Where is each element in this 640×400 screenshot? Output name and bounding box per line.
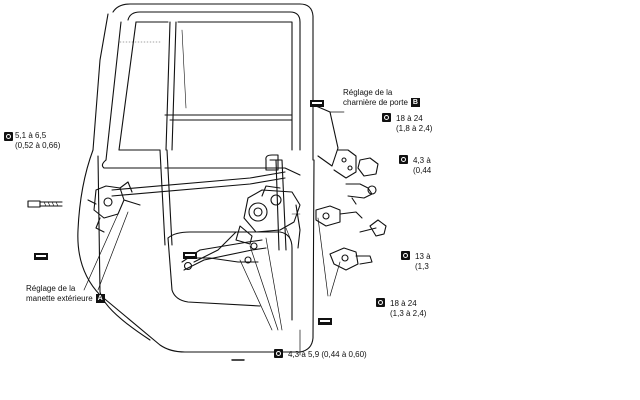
torque-label-lower-right: 13 à (1,3	[415, 252, 431, 271]
regulator-motor	[193, 185, 301, 263]
reference-a-badge: A	[95, 294, 105, 304]
grease-icon	[318, 318, 332, 325]
torque-wrench-icon	[376, 298, 385, 307]
torque-label-left: 5,1 à 6,5 (0,52 à 0,66)	[15, 131, 61, 150]
torque-label-top-right: 18 à 24 (1,8 à 2,4)	[396, 114, 433, 133]
grease-icon	[183, 252, 197, 259]
torque-label-mid-right: 4,3 à (0,44	[413, 156, 432, 175]
torque-label-bottom-right: 18 à 24 (1,3 à 2,4)	[390, 299, 427, 318]
torque-wrench-icon	[401, 251, 410, 260]
left-bolt	[27, 200, 63, 208]
torque-label-bottom: 4,3 à 5,9 (0,44 à 0,60)	[288, 350, 367, 359]
door-frame	[77, 3, 315, 353]
access-panel	[167, 231, 293, 321]
regulator-rails	[111, 149, 301, 251]
grease-icon	[34, 253, 48, 260]
leader-lines	[83, 111, 345, 361]
torque-wrench-icon	[274, 349, 283, 358]
torque-wrench-icon	[382, 113, 391, 122]
window-frame	[101, 11, 301, 169]
reference-b-badge: B	[410, 98, 420, 108]
torque-wrench-icon	[399, 155, 408, 164]
grease-icon	[310, 100, 324, 107]
torque-wrench-icon	[4, 132, 13, 141]
latch-assembly	[87, 181, 141, 233]
striker-parts	[315, 197, 387, 271]
hinge-parts	[315, 105, 379, 199]
